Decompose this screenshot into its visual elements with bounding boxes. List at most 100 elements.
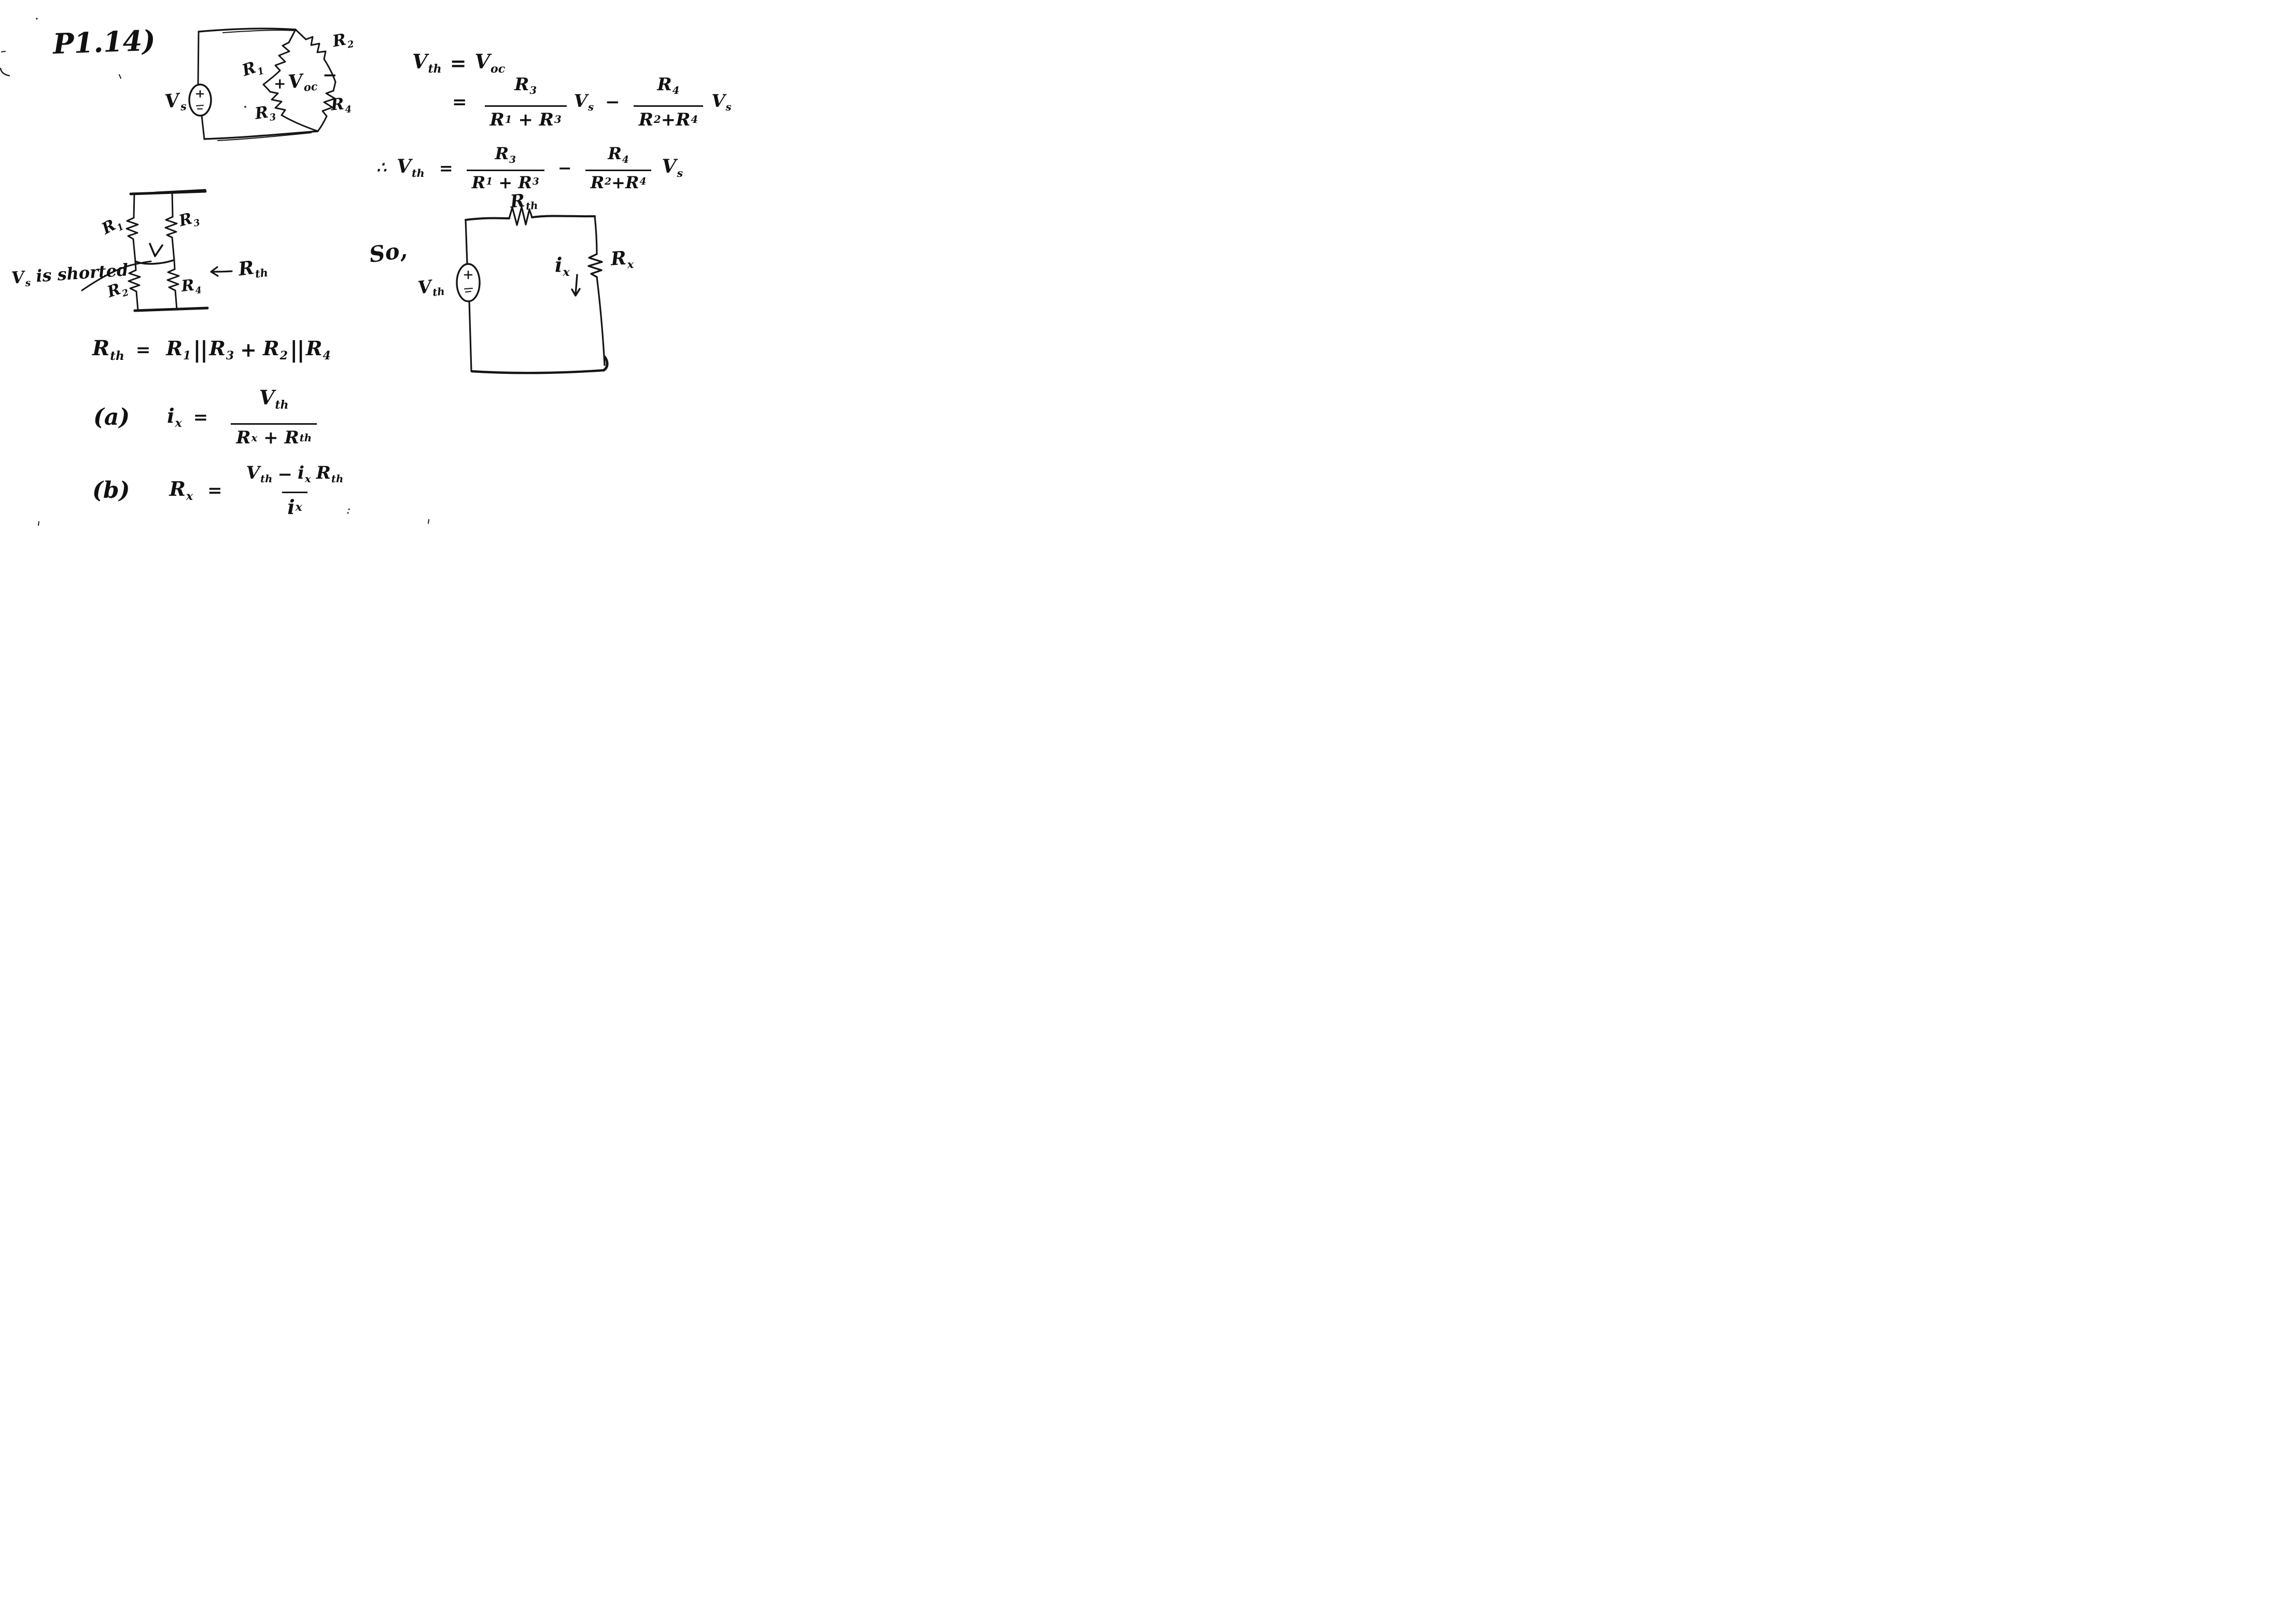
equation-vth-voc: Vth = Voc	[412, 52, 505, 75]
therefore-symbol: ∴	[376, 158, 387, 177]
bridge-vs-label: Vs	[163, 89, 187, 113]
thevenin-right-wire-upper	[594, 215, 598, 255]
equals-sign: =	[193, 407, 208, 428]
bridge-left-wire-upper	[197, 31, 200, 86]
resistor-r3-zigzag	[269, 91, 286, 116]
speck-tick-1	[119, 74, 121, 79]
bridge-top-wire	[198, 27, 297, 33]
bridge-bottom-wire	[203, 130, 319, 140]
thevenin-left-wire-lower	[468, 300, 472, 372]
equals-sign: =	[450, 51, 467, 75]
speck-dot-2	[244, 106, 246, 108]
sym-rx: Rx	[169, 477, 193, 504]
rth-circuit	[81, 189, 233, 312]
resistor-r3-vert-zigzag	[164, 216, 178, 239]
resistor-r4-zigzag	[321, 90, 336, 117]
ix-arrow-head-icon	[571, 288, 581, 297]
speck-dash	[1, 51, 6, 52]
vth-source-circle	[456, 263, 481, 302]
sym-vs: Vs	[573, 90, 594, 113]
bridge-edge-top-left	[288, 29, 297, 44]
thevenin-vth-label: Vth	[416, 276, 445, 299]
rth-circuit-r4-label: R4	[180, 276, 202, 296]
thevenin-rth-label: Rth	[509, 190, 539, 213]
shorted-vs-connector-wire	[134, 259, 174, 265]
fraction-numerator: Vth − ix Rth	[241, 464, 349, 484]
plus-sign: +	[240, 338, 257, 361]
fraction-numerator: R4	[657, 74, 680, 97]
fraction-numerator: R3	[495, 144, 516, 166]
resistor-r1-zigzag	[274, 41, 290, 72]
fraction-numerator: Vth	[259, 386, 289, 412]
voc-minus-sign: −	[323, 65, 338, 86]
fraction-numerator: R3	[514, 74, 537, 97]
sym-r2: R2	[263, 336, 288, 363]
sym-vth: Vth	[397, 155, 425, 179]
sym-rth: Rth	[316, 463, 344, 485]
thevenin-bottom-wire	[470, 369, 605, 374]
rth-arrow-shaft	[211, 270, 233, 273]
rth-left-branch-3	[134, 260, 137, 271]
resistor-r2-zigzag	[305, 36, 327, 60]
rth-left-branch-4	[135, 290, 139, 311]
sym-voc: Voc	[474, 50, 506, 76]
rth-bottom-rail	[133, 306, 209, 312]
minus-sign: −	[557, 158, 572, 178]
fraction-numerator: R4	[608, 144, 629, 166]
part-a-label: (a)	[93, 403, 130, 430]
problem-label: P1.14)	[52, 23, 156, 61]
left-edge-arc-mark	[0, 67, 10, 77]
equals-sign: =	[452, 92, 467, 113]
ix-arrow-shaft	[575, 274, 578, 296]
rth-arrow-label: Rth	[237, 256, 269, 281]
sym-ix: ix	[297, 463, 311, 485]
minus-sign: −	[605, 92, 620, 113]
bridge-edge-top-right	[295, 29, 307, 40]
scanned-homework-page: P1.14) Vs R1 R2 R3 R4 + Voc − Vth = Voc …	[0, 0, 765, 535]
shorted-pointer-arrowhead-icon	[149, 243, 163, 257]
speck-tick-2	[428, 519, 429, 524]
thevenin-rx-label: Rx	[610, 247, 634, 271]
sym-r3: R3	[209, 336, 234, 363]
vs-source-plus-icon	[195, 90, 204, 98]
bridge-left-wire-lower	[201, 115, 205, 140]
so-label: So,	[367, 237, 409, 268]
sym-rth: Rth	[92, 336, 124, 363]
thevenin-left-wire-upper	[465, 219, 468, 265]
thevenin-circuit	[456, 206, 609, 374]
bridge-r3-label: R3	[254, 103, 277, 123]
thevenin-right-wire-lower	[596, 276, 606, 366]
parallel-bars: ||	[193, 337, 208, 363]
resistor-r4-vert-zigzag	[166, 268, 180, 291]
bridge-top-wire-overdraw	[222, 30, 294, 33]
bridge-circuit	[188, 27, 337, 141]
scan-specks	[0, 18, 429, 526]
sym-r1: R1	[166, 336, 191, 363]
resistor-rth-zigzag	[508, 206, 533, 226]
minus-sign: −	[277, 464, 292, 485]
voc-plus-sign: +	[274, 75, 286, 92]
resistor-r2-vert-zigzag	[128, 269, 141, 292]
thevenin-ix-label: ix	[555, 253, 570, 280]
part-b-label: (b)	[92, 477, 130, 504]
bridge-bottom-wire-overdraw	[217, 132, 312, 141]
bridge-edge-r3-to-bottom	[281, 114, 319, 132]
sym-ix: ix	[167, 403, 182, 430]
parallel-bars: ||	[289, 337, 305, 363]
speck-dot	[36, 18, 38, 20]
equals-sign: =	[207, 480, 222, 501]
equals-sign: =	[439, 158, 453, 178]
speck-colon-upper	[348, 508, 350, 510]
sym-vs: Vs	[711, 90, 732, 113]
